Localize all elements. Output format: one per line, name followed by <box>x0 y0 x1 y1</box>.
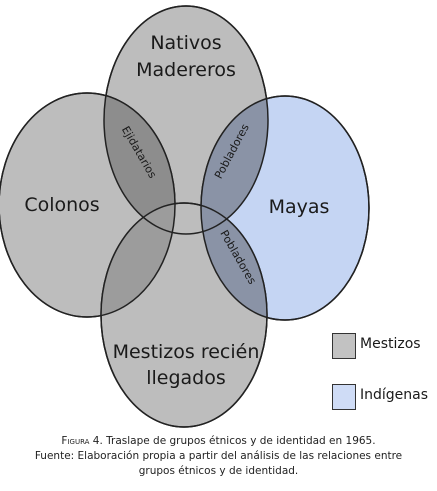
overlap-colonos-mestizos <box>101 203 175 317</box>
label-mayas: Mayas <box>269 196 330 218</box>
overlap-ejidatarios <box>104 93 175 234</box>
legend-swatch-indigenas <box>332 384 356 410</box>
figure-source: Fuente: Elaboración propia a partir del … <box>34 450 403 462</box>
legend-label-indigenas: Indígenas <box>360 387 429 403</box>
label-nativos: Nativos <box>150 32 221 54</box>
figure-title: 4. Traslape de grupos étnicos y de ident… <box>92 435 376 447</box>
figure-label: Figura <box>61 435 90 447</box>
overlap-pobladores-bottom <box>201 203 267 320</box>
figure-source-cont: grupos étnicos y de identidad. <box>138 465 299 477</box>
label-madereros: Madereros <box>136 59 236 81</box>
overlap-pobladores-top <box>201 96 268 234</box>
legend-swatch-mestizos <box>332 333 356 359</box>
figure-caption: Figura 4. Traslape de grupos étnicos y d… <box>0 434 437 449</box>
label-mestizos-line1: Mestizos recién <box>113 341 260 363</box>
label-mestizos-line2: llegados <box>146 367 226 389</box>
label-colonos: Colonos <box>24 194 99 216</box>
legend-label-mestizos: Mestizos <box>360 336 421 352</box>
